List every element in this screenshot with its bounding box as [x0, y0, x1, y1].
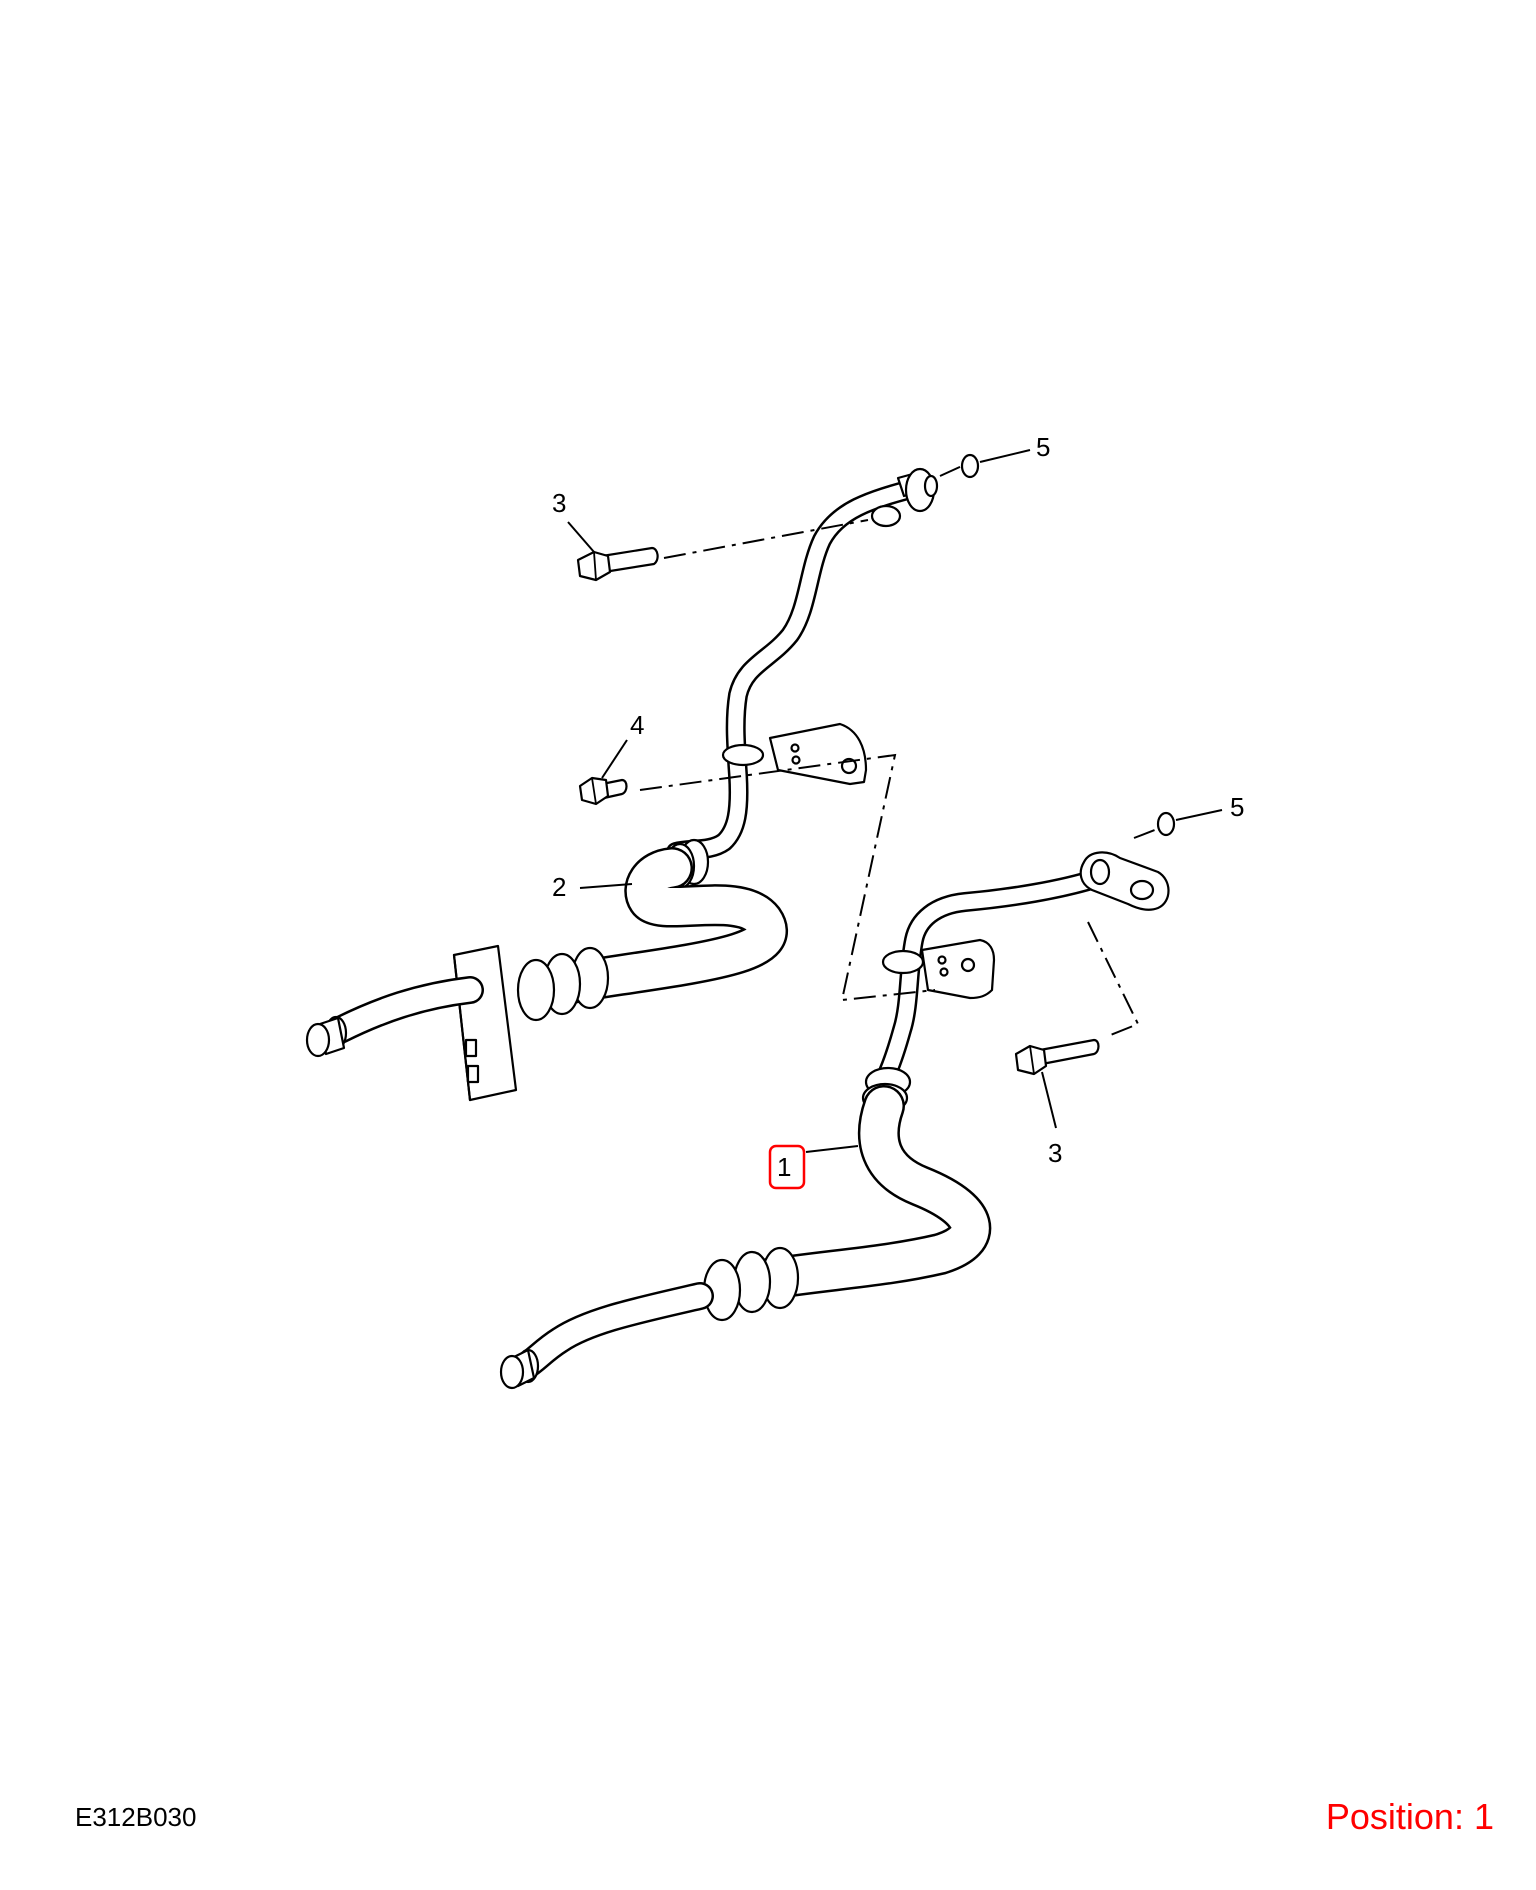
lower-flange-boss — [1089, 858, 1111, 886]
oring-lower[interactable] — [1156, 811, 1176, 837]
upper-pipe-nut-face — [923, 474, 939, 498]
upper-bracket-rivet-1 — [790, 743, 800, 753]
bolt-lower[interactable] — [1014, 1038, 1100, 1076]
hose-assembly-2[interactable] — [305, 467, 939, 1102]
lower-tail-end-face — [499, 1354, 525, 1390]
upper-pipe-clip — [870, 504, 902, 528]
upper-retainer-slot-2 — [466, 1064, 480, 1084]
lower-bracket-rivet-2 — [939, 967, 949, 977]
upper-retainer-block — [452, 944, 518, 1102]
upper-tail-end-face — [305, 1022, 331, 1058]
upper-bracket-rivet-2 — [791, 755, 801, 765]
bolt-small[interactable] — [578, 776, 628, 806]
position-prefix: Position: — [1325, 1796, 1464, 1837]
position-value: 1 — [1473, 1796, 1494, 1837]
lower-bracket-hole — [960, 957, 976, 973]
callout-5-upper[interactable]: 5 — [1036, 432, 1050, 462]
lower-bracket-rivet-1 — [937, 955, 947, 965]
bolt-upper[interactable] — [576, 546, 659, 582]
callout-3-upper[interactable]: 3 — [552, 488, 566, 518]
callout-4[interactable]: 4 — [630, 710, 644, 740]
oring-upper[interactable] — [960, 453, 980, 479]
callout-3-lower[interactable]: 3 — [1048, 1138, 1062, 1168]
upper-retainer-slot-1 — [464, 1038, 478, 1058]
diagram-code: E312B030 — [75, 1802, 197, 1832]
lower-flange-hole — [1129, 879, 1155, 901]
callout-2[interactable]: 2 — [552, 872, 566, 902]
upper-bracket-clamp — [721, 743, 765, 767]
callout-1[interactable]: 1 — [777, 1152, 791, 1182]
callout-1-highlight-box — [768, 1144, 806, 1190]
callout-leaders — [567, 449, 1223, 1153]
lower-bracket-clamp — [881, 949, 925, 975]
upper-hose-ferrule-3 — [516, 958, 556, 1022]
upper-bracket — [768, 722, 868, 786]
callout-5-lower[interactable]: 5 — [1230, 792, 1244, 822]
alignment-lines — [639, 465, 1161, 1037]
hose-assembly-1[interactable] — [499, 851, 1170, 1390]
position-indicator: Position: 1 — [1326, 1796, 1494, 1838]
lower-bracket — [920, 938, 996, 1000]
